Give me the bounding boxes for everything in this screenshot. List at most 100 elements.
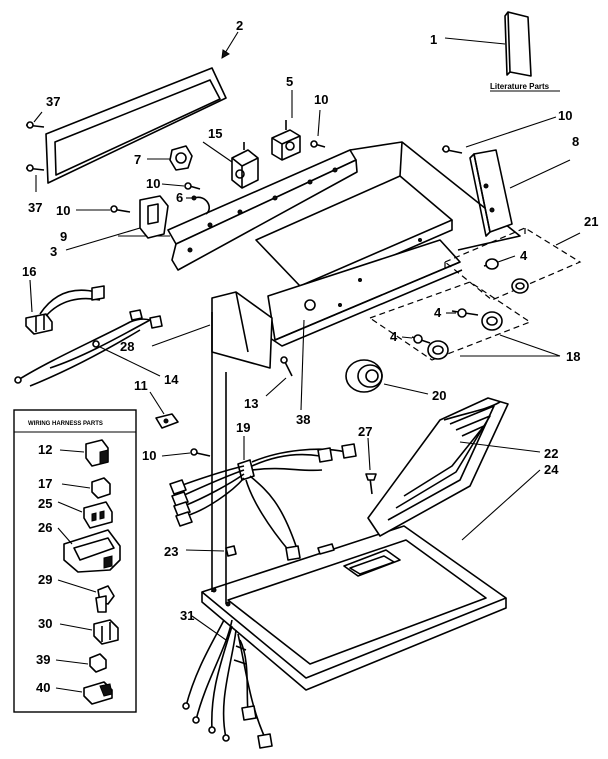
callout-27: 27 [358,424,372,439]
screw-37-top [25,121,45,129]
callout-26: 26 [38,520,52,535]
leader-4c [401,336,413,339]
leader-21 [555,232,581,246]
arrow-2 [221,49,230,59]
leader-23 [185,549,225,552]
callout-16: 16 [22,264,36,279]
callout-12: 12 [38,442,52,457]
screw-10-top [310,140,326,148]
callout-37-top: 37 [46,94,60,109]
leader-1 [444,37,506,45]
screw-37-bottom [25,164,45,172]
screw-10-left [110,205,131,213]
callout-30: 30 [38,616,52,631]
callout-10-right: 10 [558,108,572,123]
callout-10-mid: 10 [146,176,160,191]
leader-20 [383,383,429,395]
callout-17: 17 [38,476,52,491]
callout-39: 39 [36,652,50,667]
callout-23: 23 [164,544,178,559]
heater-22 [367,397,509,537]
leader-10b [465,116,557,148]
callout-37-bottom: 37 [28,200,42,215]
leader-16 [29,279,33,313]
relay-3 [139,195,169,239]
callout-29: 29 [38,572,52,587]
grommet-23 [225,545,237,557]
callout-labels: 1 2 37 37 5 10 10 15 7 10 6 10 3 9 8 21 … [22,18,598,695]
callout-7: 7 [134,152,141,167]
console-side-28 [211,291,273,369]
knob-4-lower [411,334,449,360]
wire-14 [14,309,163,387]
harness-box-title: WIRING HARNESS PARTS [28,421,103,427]
callout-15: 15 [208,126,222,141]
callout-4-upper: 4 [520,248,528,263]
leader-10a [317,109,321,137]
harness-16 [25,285,105,335]
knob-group-21 [443,227,582,301]
knob-4-upper [483,258,529,294]
callout-31: 31 [180,608,194,623]
callout-8: 8 [572,134,579,149]
part-6-wire [191,195,210,215]
callout-22: 22 [544,446,558,461]
screw-10-mid [184,182,201,190]
callout-13: 13 [244,396,258,411]
console-body [255,141,521,347]
leader-38 [300,319,305,411]
connector-39 [89,653,107,673]
callout-14: 14 [164,372,179,387]
control-bracket [167,149,358,271]
leader-4a [497,255,516,263]
callout-1: 1 [430,32,437,47]
leader-11 [149,391,165,415]
switch-15 [231,142,259,189]
callout-38: 38 [296,412,310,427]
rear-panel [45,67,227,184]
wiring-harness-parts-box: WIRING HARNESS PARTS [13,409,137,713]
timer-7 [169,145,193,171]
callout-9: 9 [60,229,67,244]
leader-27 [367,437,371,471]
callout-4-middle: 4 [434,305,442,320]
callout-28: 28 [120,339,134,354]
callout-3: 3 [50,244,57,259]
callout-25: 25 [38,496,52,511]
screw-10-lower [190,448,211,457]
knob-20 [345,359,383,393]
harness-19 [169,443,357,561]
connector-25 [83,501,113,529]
leader-14 [99,346,161,377]
callout-19: 19 [236,420,250,435]
leader-10e [161,452,191,457]
harness-31 [182,619,273,749]
leader-3 [65,227,141,251]
callout-18: 18 [566,349,580,364]
callout-10-top: 10 [314,92,328,107]
literature-parts-caption: Literature Parts [490,82,550,91]
leader-31 [191,615,227,641]
callout-11: 11 [134,378,148,393]
callout-2: 2 [236,18,243,33]
literature-booklet [504,11,532,77]
part-13 [280,356,293,377]
callout-10-left: 10 [56,203,70,218]
end-cap-8 [469,149,513,237]
screw-10-right [441,145,463,154]
callout-21: 21 [584,214,598,229]
callout-4-lower: 4 [390,329,398,344]
callout-6: 6 [176,190,183,205]
knob-group-18 [368,281,532,361]
callout-10-lower: 10 [142,448,156,463]
connector-30 [93,619,119,645]
leader-28 [151,324,211,347]
callout-40: 40 [36,680,50,695]
callout-5: 5 [286,74,293,89]
leader-24 [461,469,541,541]
leader-15 [202,141,233,163]
leader-18a [499,334,561,357]
switch-5 [271,120,301,161]
callout-24: 24 [544,462,559,477]
